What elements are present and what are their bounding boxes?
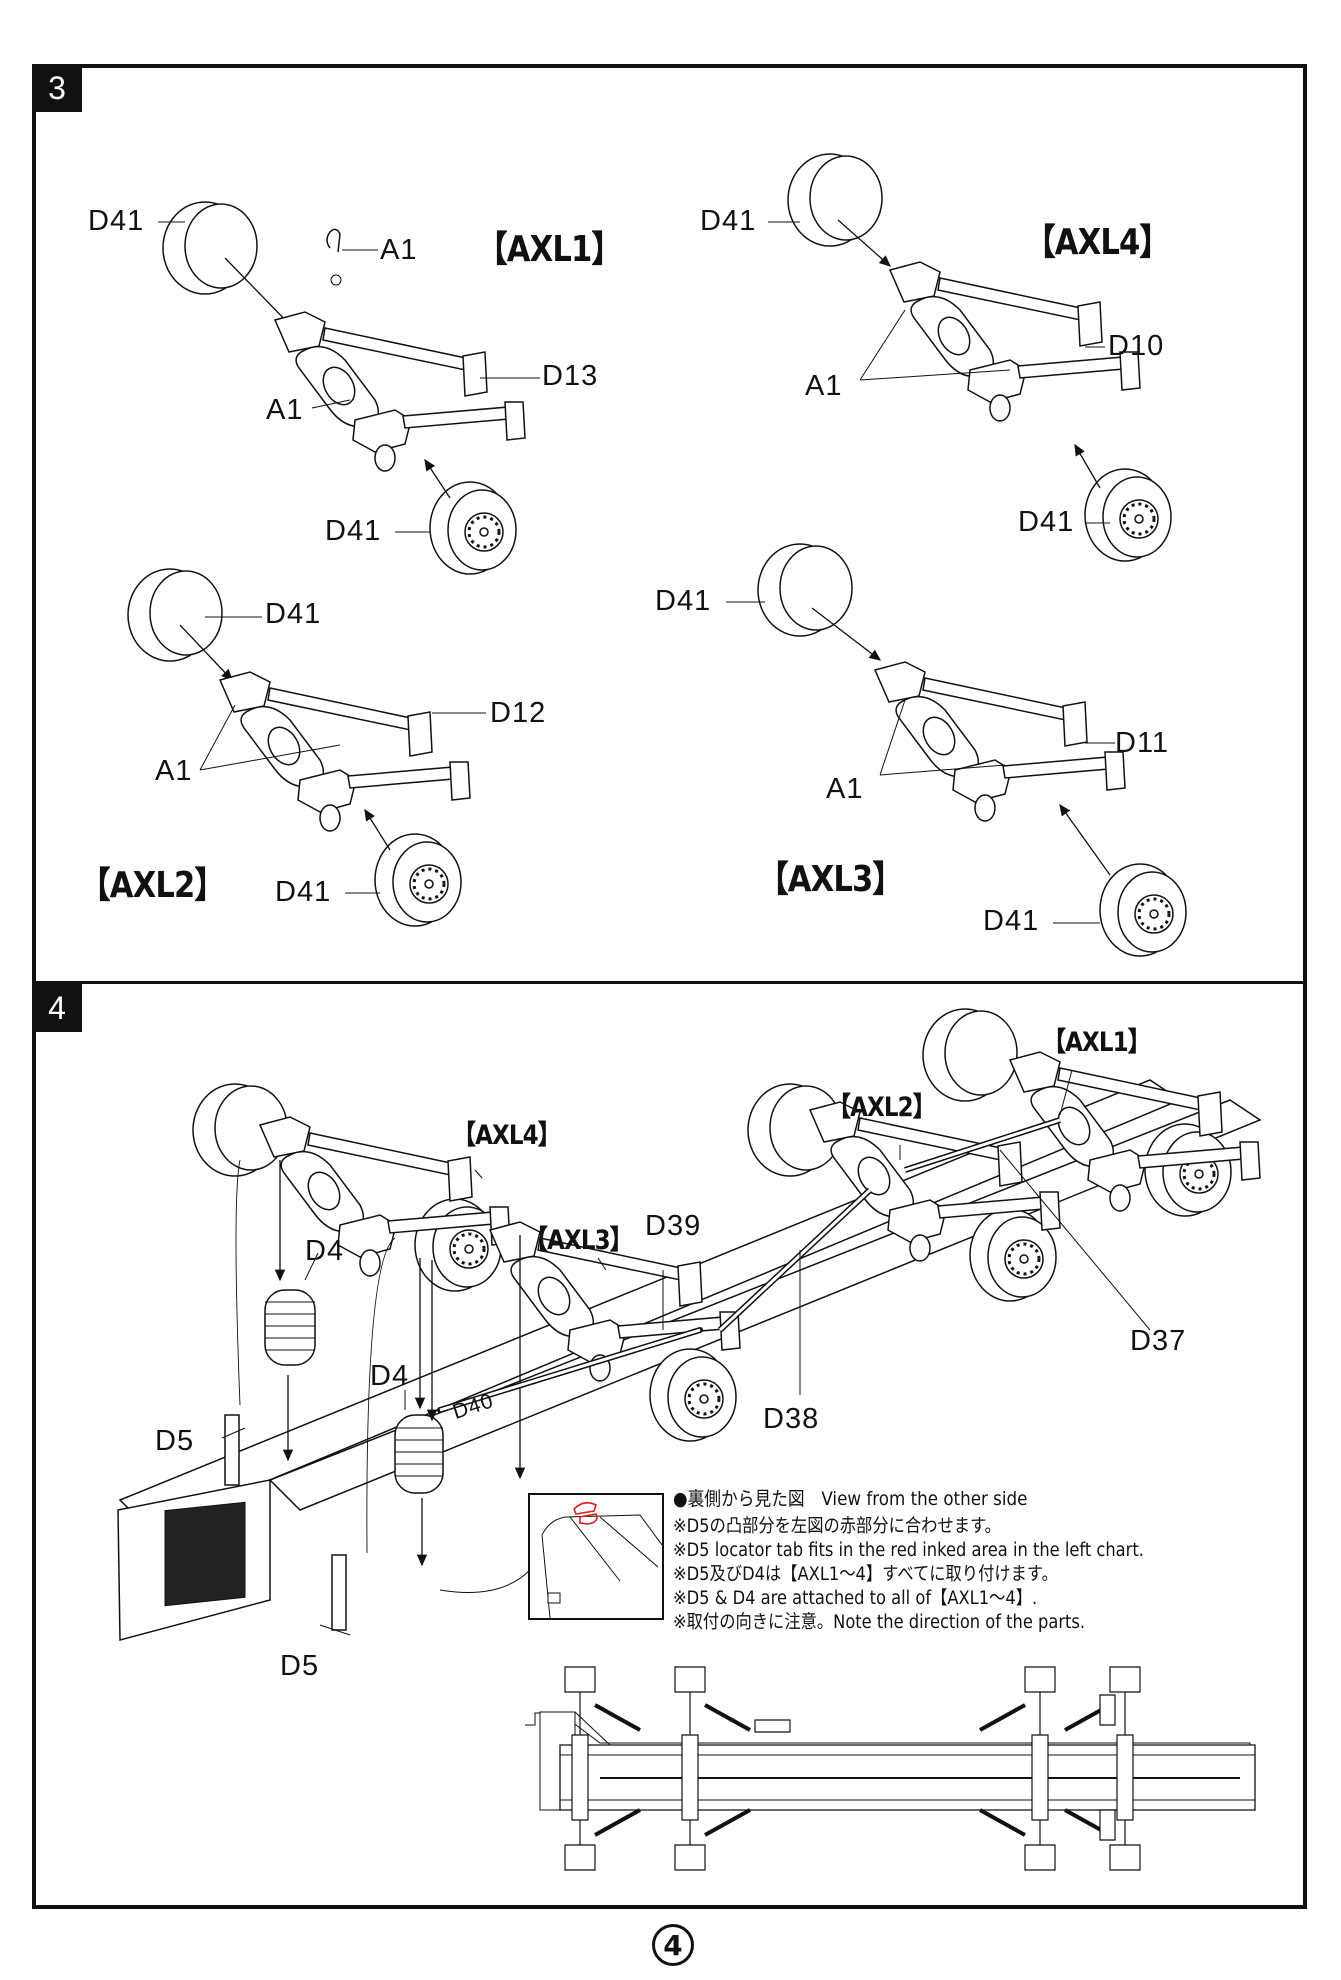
axl1-label-d13: D13 [542, 360, 599, 392]
axl1-title: 【AXL1】 [477, 229, 622, 270]
axl3-label-a1: A1 [826, 773, 864, 805]
note-line: ※D5及びD4は【AXL1～4】すべてに取り付けます。 [673, 1564, 1058, 1585]
axl1-label-d41-top: D41 [88, 205, 145, 237]
note-line: ※D5 locator tab fits in the red inked ar… [673, 1540, 1144, 1561]
axl2-label-d41-top: D41 [265, 598, 322, 630]
label-d37: D37 [1130, 1325, 1187, 1357]
note-line: ※取付の向きに注意。Note the direction of the part… [673, 1612, 1086, 1633]
axl2-label-d12: D12 [490, 697, 547, 729]
axl1-label-d41-bottom: D41 [325, 515, 382, 547]
assembly-notes: ●裏側から見た図 View from the other side ※D5の凸部… [673, 1487, 1144, 1635]
axl4-label-a1: A1 [805, 370, 843, 402]
label-d4-left: D4 [305, 1235, 345, 1267]
axl3-title: 【AXL3】 [758, 859, 903, 900]
step-3-badge: 3 [32, 64, 82, 112]
axl4-title: 【AXL4】 [1025, 222, 1170, 263]
axl2-title: 【AXL2】 [80, 865, 225, 906]
axl4-label-d41-top: D41 [700, 205, 757, 237]
step4-axl3-label: 【AXL3】 [525, 1225, 633, 1256]
label-d5-bottom: D5 [280, 1650, 320, 1682]
step4-axl4-label: 【AXL4】 [453, 1120, 561, 1151]
other-side-inset [528, 1493, 664, 1620]
step4-axl2-label: 【AXL2】 [828, 1092, 936, 1123]
inset-drawing [541, 1501, 662, 1618]
axl1-label-a1-top: A1 [380, 234, 418, 266]
red-locator-area [573, 1501, 598, 1525]
axl2-label-d41-bottom: D41 [275, 876, 332, 908]
note-line: ※D5 & D4 are attached to all of【AXL1～4】. [673, 1588, 1038, 1609]
axl3-label-d41-top: D41 [655, 585, 712, 617]
axl3-label-d41-bottom: D41 [983, 905, 1040, 937]
axl4-label-d41-bottom: D41 [1018, 506, 1075, 538]
axl2-label-a1: A1 [155, 755, 193, 787]
label-d4-center: D4 [370, 1360, 410, 1392]
step-divider [32, 981, 1307, 984]
axl4-label-d10: D10 [1108, 330, 1165, 362]
axl1-label-a1-mid: A1 [266, 394, 304, 426]
label-d38: D38 [763, 1403, 820, 1435]
axl3-label-d11: D11 [1115, 727, 1170, 759]
step4-axl1-label: 【AXL1】 [1043, 1027, 1151, 1058]
label-d39: D39 [645, 1210, 702, 1242]
inset-caption: ●裏側から見た図 View from the other side [673, 1488, 1028, 1510]
note-line: ※D5の凸部分を左図の赤部分に合わせます。 [673, 1516, 1001, 1537]
page-number: 4 [652, 1924, 694, 1966]
step-4-badge: 4 [32, 984, 82, 1032]
label-d5-left: D5 [155, 1425, 195, 1457]
